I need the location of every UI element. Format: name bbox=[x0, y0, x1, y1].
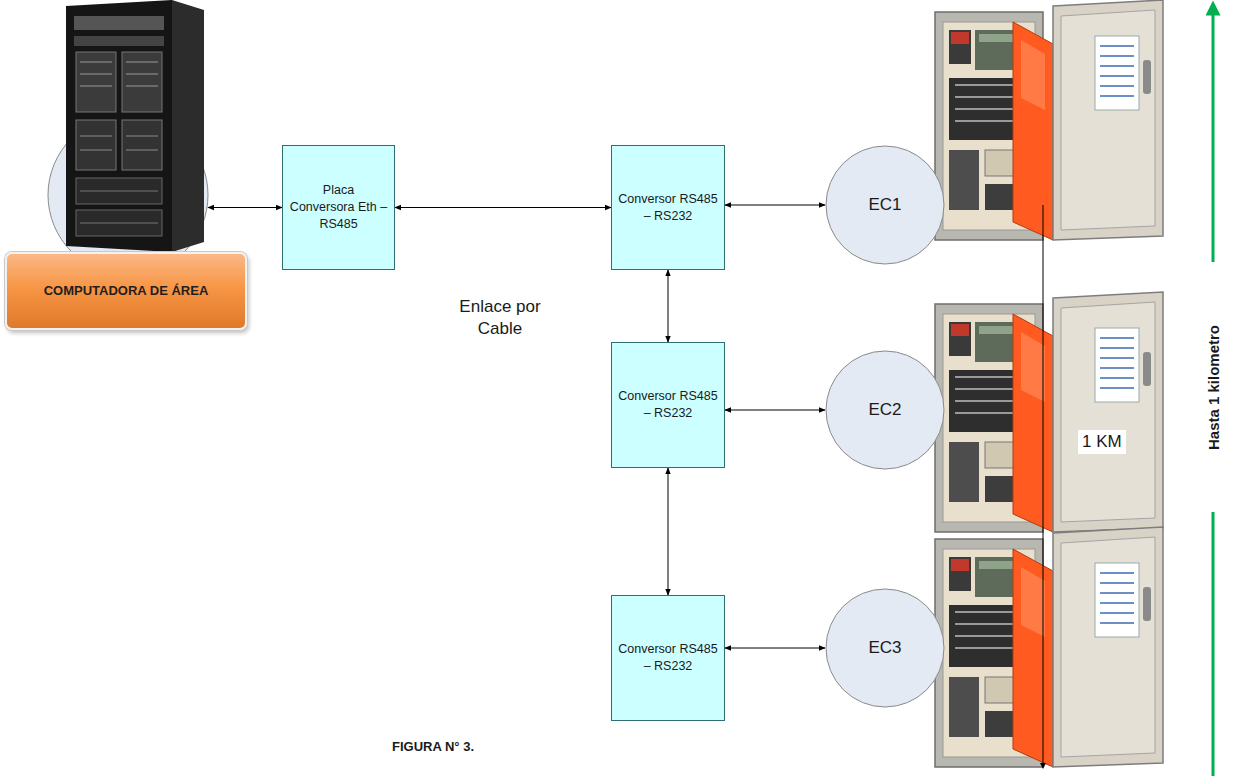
node-text: Conversor RS485 – RS232 bbox=[618, 641, 718, 675]
node-text: Conversor RS485 – RS232 bbox=[618, 191, 718, 225]
node-text: COMPUTADORA DE ÁREA bbox=[44, 281, 209, 301]
distance-label: Hasta 1 kilometro bbox=[1205, 277, 1222, 497]
node-text: Conversor RS485 – RS232 bbox=[618, 388, 718, 422]
link-connector bbox=[208, 207, 282, 208]
cabinet-picture bbox=[935, 292, 1163, 532]
node-text: Placa Conversora Eth – RS485 bbox=[289, 182, 388, 233]
computer-node: COMPUTADORA DE ÁREA bbox=[5, 0, 208, 330]
computer-label-box: COMPUTADORA DE ÁREA bbox=[5, 252, 247, 330]
station-circle: EC3 bbox=[825, 588, 945, 708]
link-connector bbox=[395, 207, 611, 208]
node-text: EC1 bbox=[868, 195, 901, 215]
link-connector bbox=[725, 648, 825, 649]
station-circle: EC1 bbox=[825, 145, 945, 265]
link-connector bbox=[668, 270, 669, 342]
link-connector bbox=[725, 410, 825, 411]
station-circle: EC2 bbox=[825, 350, 945, 470]
converter-box: Conversor RS485 – RS232 bbox=[611, 145, 725, 270]
link-connector bbox=[725, 205, 825, 206]
distance-arrow bbox=[1212, 8, 1215, 262]
distance-mark: 1 KM bbox=[1078, 430, 1126, 454]
cabinet-picture bbox=[935, 527, 1163, 767]
node-text: EC2 bbox=[868, 400, 901, 420]
link-label: Enlace por Cable bbox=[450, 296, 550, 340]
converter-box: Conversor RS485 – RS232 bbox=[611, 595, 725, 721]
converter-box: Conversor RS485 – RS232 bbox=[611, 342, 725, 468]
converter-box: Placa Conversora Eth – RS485 bbox=[282, 145, 395, 270]
server-rack bbox=[66, 0, 204, 252]
cabinet-picture bbox=[935, 0, 1163, 240]
figure-caption: FIGURA N° 3. bbox=[392, 739, 474, 754]
field-line bbox=[1043, 205, 1044, 766]
link-connector bbox=[668, 468, 669, 595]
node-text: EC3 bbox=[868, 638, 901, 658]
distance-line bbox=[1212, 512, 1215, 776]
